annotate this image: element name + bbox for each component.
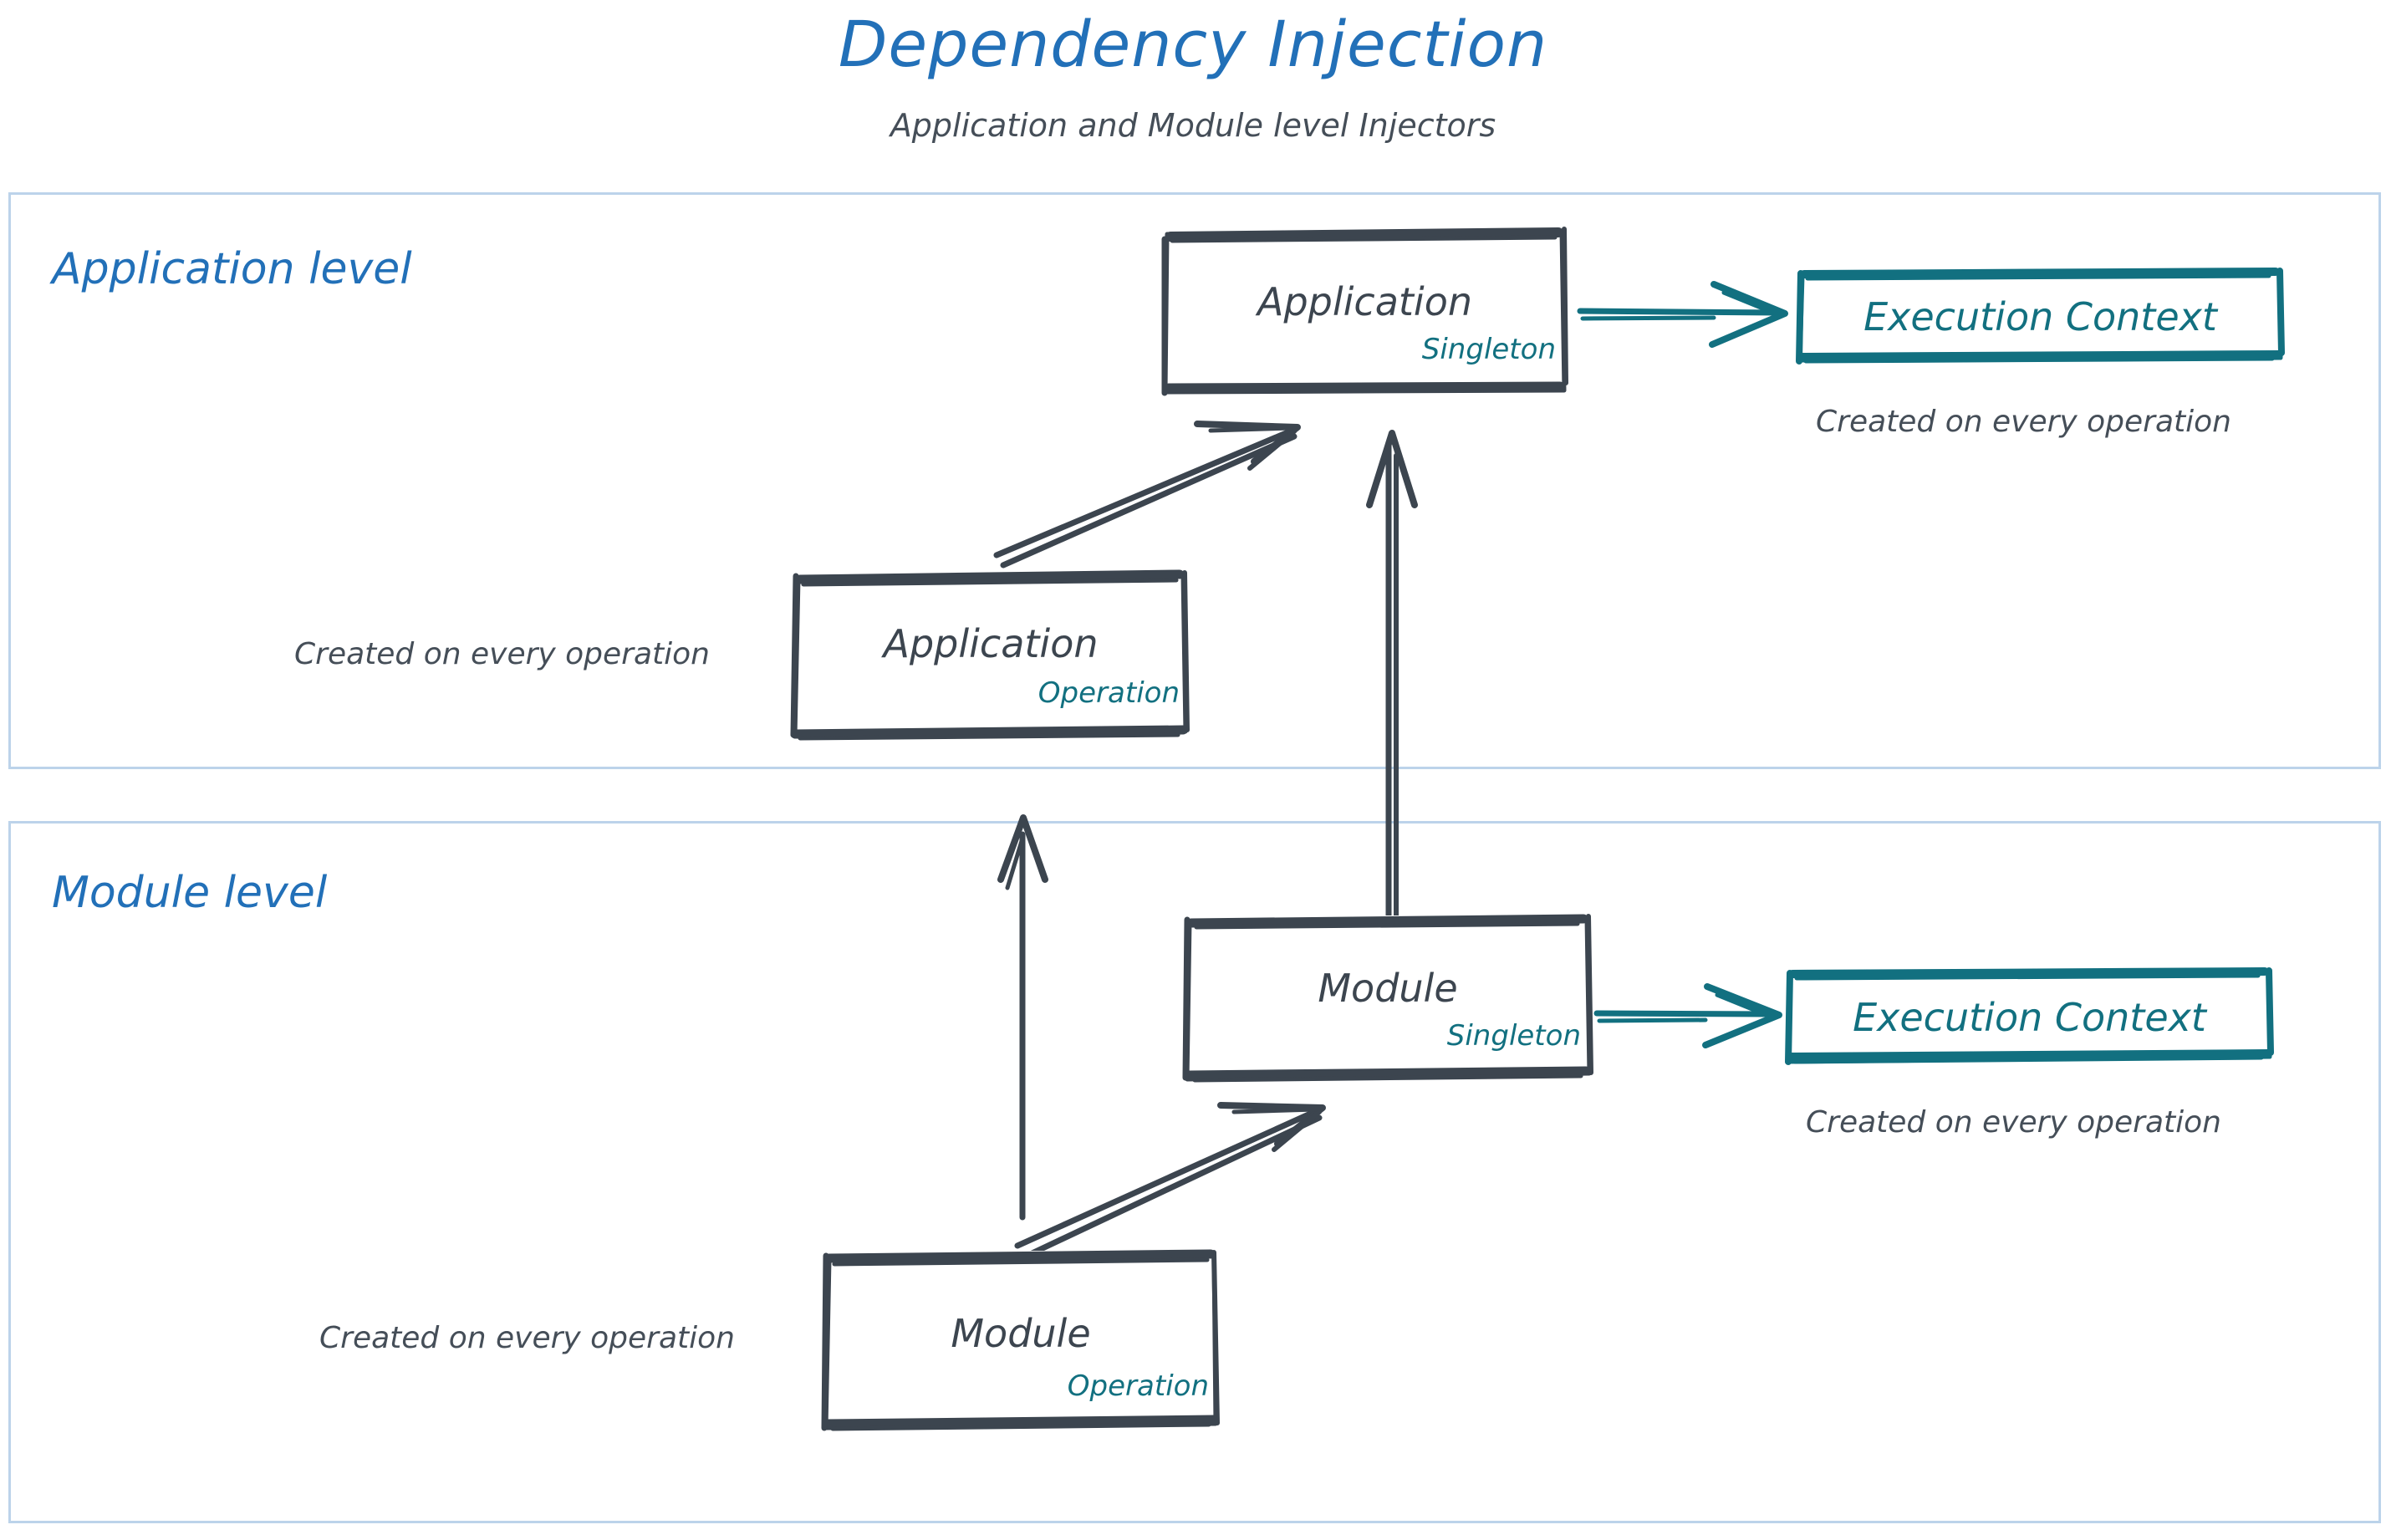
sketch-border	[1796, 268, 2285, 365]
sketch-border	[1161, 227, 1568, 396]
application-level-container	[8, 192, 2381, 769]
node-module-singleton[interactable]: Module Singleton	[1182, 914, 1593, 1083]
module-level-label: Module level	[52, 868, 328, 918]
sketch-border	[821, 1249, 1220, 1431]
sketch-border	[790, 569, 1190, 741]
node-scope-badge: Operation	[1038, 676, 1180, 710]
note-ec-module: Created on every operation	[1806, 1105, 2221, 1140]
sketch-border	[1785, 967, 2274, 1065]
node-execution-context-application[interactable]: Execution Context	[1796, 268, 2285, 365]
note-module-operation: Created on every operation	[319, 1321, 735, 1355]
node-application-singleton[interactable]: Application Singleton	[1161, 227, 1568, 396]
note-ec-application: Created on every operation	[1816, 405, 2231, 439]
node-application-operation[interactable]: Application Operation	[790, 569, 1191, 741]
page-subtitle: Application and Module level Injectors	[890, 107, 1496, 144]
note-application-operation: Created on every operation	[294, 637, 710, 671]
node-module-operation[interactable]: Module Operation	[821, 1249, 1221, 1431]
node-title: Application	[1257, 279, 1473, 324]
node-execution-context-module[interactable]: Execution Context	[1785, 967, 2274, 1065]
node-scope-badge: Singleton	[1421, 333, 1556, 366]
node-title: Execution Context	[1853, 995, 2206, 1040]
application-level-label: Application level	[52, 244, 412, 294]
node-title: Execution Context	[1863, 294, 2217, 339]
node-title: Application	[883, 621, 1099, 666]
node-scope-badge: Singleton	[1446, 1019, 1581, 1053]
page-title: Dependency Injection	[838, 7, 1548, 81]
sketch-border	[1182, 914, 1593, 1083]
node-title: Module	[1318, 966, 1458, 1011]
node-title: Module	[951, 1311, 1091, 1356]
module-level-container	[8, 821, 2381, 1523]
node-scope-badge: Operation	[1067, 1369, 1209, 1403]
